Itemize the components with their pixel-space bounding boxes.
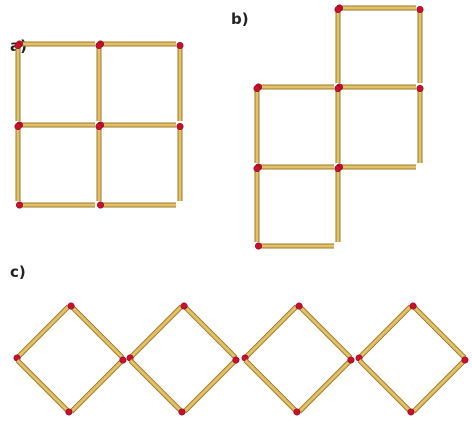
matchstick-c-8 [128, 358, 186, 416]
matchstick-a-7 [14, 41, 22, 121]
matchstick-a-6 [97, 201, 176, 209]
label-b: b) [231, 10, 249, 28]
matchstick-a-4 [97, 121, 176, 129]
matchstick-a-9 [95, 41, 103, 121]
matchstick-a-2 [97, 40, 176, 48]
matchstick-a-1 [15, 40, 95, 48]
label-c: c) [10, 263, 26, 281]
matchstick-c-12 [243, 358, 301, 416]
matchstick-c-13 [355, 304, 413, 362]
matchstick-b-9 [255, 163, 334, 171]
matchstick-c-7 [182, 356, 240, 414]
matchstick-b-11 [253, 165, 261, 242]
matchstick-b-10 [335, 163, 416, 171]
matchstick-b-5 [335, 83, 416, 91]
matchstick-a-10 [95, 123, 103, 201]
figure-a-matchsticks [14, 40, 184, 209]
matchstick-c-16 [357, 358, 415, 416]
matchstick-a-5 [15, 201, 95, 209]
matchstick-a-11 [176, 41, 184, 121]
matchstick-b-4 [255, 83, 334, 91]
matchstick-a-12 [176, 123, 184, 201]
matchstick-c-10 [295, 302, 353, 360]
matchstick-b-7 [334, 85, 342, 163]
matchstick-a-8 [14, 123, 22, 201]
matchstick-b-3 [416, 6, 424, 83]
matchstick-b-13 [255, 242, 334, 250]
matchstick-c-11 [297, 356, 355, 414]
figure-b-matchsticks [253, 4, 424, 250]
matchstick-b-8 [416, 85, 424, 163]
matchstick-b-1 [335, 4, 416, 12]
matchstick-c-14 [409, 302, 467, 360]
matchstick-c-3 [69, 356, 127, 414]
matchstick-a-3 [15, 121, 95, 129]
matchstick-c-6 [180, 302, 238, 360]
matchstick-c-1 [13, 304, 71, 362]
matchstick-b-2 [334, 6, 342, 83]
matchstick-c-4 [15, 358, 73, 416]
matchstick-b-6 [253, 85, 261, 163]
figure-c-matchsticks [13, 302, 469, 416]
matchstick-c-15 [411, 356, 469, 414]
matchstick-b-12 [334, 165, 342, 242]
matchstick-c-2 [67, 302, 125, 360]
